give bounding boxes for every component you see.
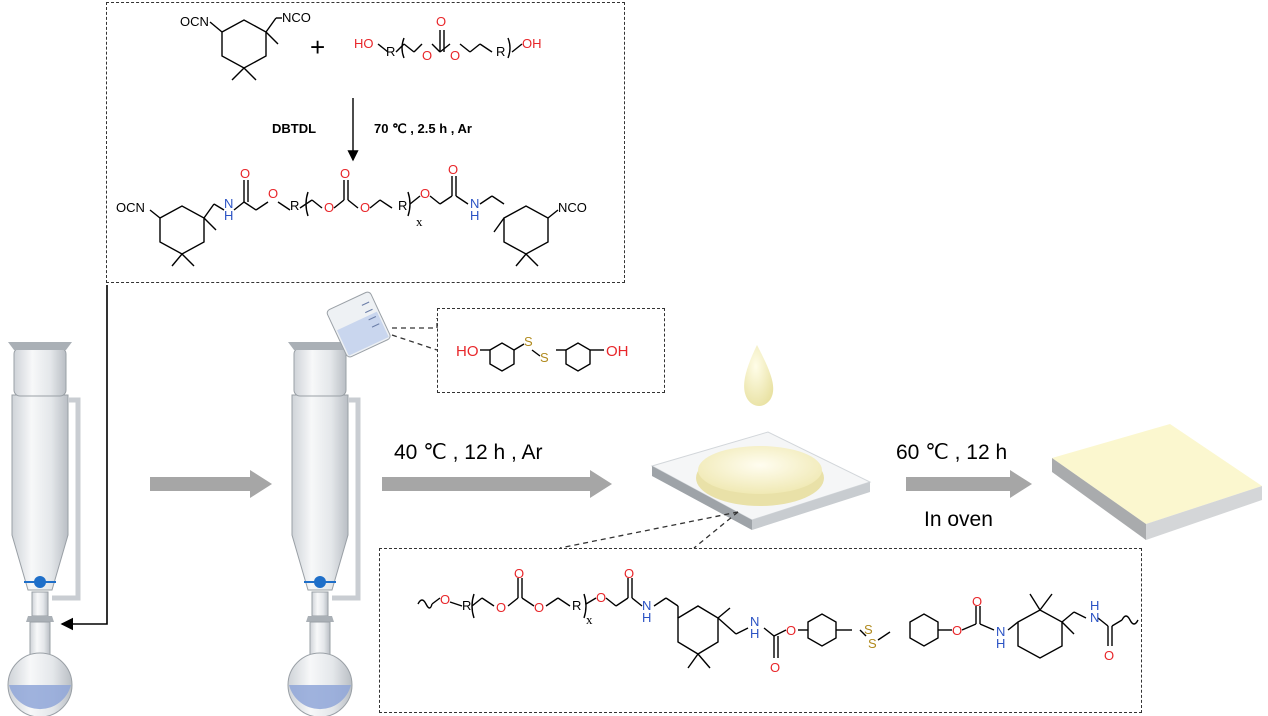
plus-sign: + [310, 32, 326, 62]
ipdi-molecule [209, 17, 282, 81]
process-arrow-2 [382, 470, 612, 498]
process-arrow-1 [150, 470, 272, 498]
label-s-2: S [540, 350, 549, 365]
label-ocn-2: OCN [116, 200, 145, 215]
label-o-5: O [268, 186, 279, 201]
step3-conditions-top: 60 ℃ , 12 h [896, 441, 1008, 464]
label-o-11: O [440, 592, 451, 607]
label-o-13: O [514, 566, 525, 581]
label-r-4: R [398, 198, 408, 213]
label-n-4: N [750, 614, 760, 629]
label-o-15: O [596, 590, 607, 605]
label-h-2: H [470, 208, 480, 223]
label-o-4: O [240, 166, 251, 181]
label-r-6: R [572, 598, 582, 613]
disulfide-callout-box [437, 308, 665, 393]
step1-conditions: 70 ℃ , 2.5 h , Ar [374, 121, 472, 136]
label-o-17: O [770, 660, 781, 675]
label-o-3: O [450, 48, 461, 63]
label-h-4: H [750, 626, 760, 641]
cured-film [1052, 424, 1262, 540]
step3-conditions-bottom: In oven [924, 508, 993, 531]
label-r-1: R [386, 44, 396, 59]
label-h-5: H [996, 636, 1006, 651]
label-o-8: O [360, 200, 371, 215]
prepolymer-synthesis-box [106, 2, 625, 283]
label-h-6: H [1090, 598, 1100, 613]
label-oh-2: OH [606, 343, 629, 360]
flow-line [60, 285, 108, 631]
label-nco-2: NCO [558, 200, 587, 215]
disulfide-diol [480, 342, 604, 372]
polymer-structure-box [379, 548, 1142, 713]
label-o-18: O [786, 623, 797, 638]
label-r-3: R [290, 198, 300, 213]
label-h-1: H [224, 208, 234, 223]
casting-plate [650, 431, 872, 530]
label-n-2: N [470, 196, 480, 211]
label-x-1: x [416, 214, 423, 229]
catalyst-label: DBTDL [272, 121, 317, 136]
label-h-3: H [642, 610, 652, 625]
label-o-21: O [1104, 648, 1115, 663]
label-s-3: S [864, 622, 873, 637]
beaker [326, 291, 391, 358]
label-ho-2: HO [456, 343, 479, 360]
label-n-3: N [642, 598, 652, 613]
reactor-apparatus-1 [7, 342, 81, 716]
label-s-4: S [868, 636, 877, 651]
label-o-12: O [496, 600, 507, 615]
label-ocn-1: OCN [180, 14, 209, 29]
polymer-network-structure [417, 578, 1139, 669]
label-o-2: O [436, 14, 447, 29]
label-s-1: S [524, 334, 533, 349]
label-o-19: O [952, 623, 963, 638]
label-ho-1: HO [354, 36, 374, 51]
label-nco-1: NCO [282, 10, 311, 25]
label-o-1: O [422, 48, 433, 63]
label-o-16: O [624, 566, 635, 581]
label-o-20: O [972, 594, 983, 609]
label-n-5: N [996, 624, 1006, 639]
reactor-apparatus-2 [287, 342, 361, 716]
label-r-2: R [496, 44, 506, 59]
step2-conditions: 40 ℃ , 12 h , Ar [394, 441, 543, 464]
label-o-9: O [420, 186, 431, 201]
label-o-7: O [340, 166, 351, 181]
label-o-6: O [324, 200, 335, 215]
label-n-6: N [1090, 610, 1100, 625]
label-r-5: R [462, 598, 472, 613]
polycarbonate-diol [377, 30, 523, 59]
label-x-2: x [586, 612, 593, 627]
label-n-1: N [224, 196, 234, 211]
process-arrow-3 [906, 470, 1032, 498]
label-o-14: O [534, 600, 545, 615]
label-o-10: O [448, 162, 459, 177]
prepolymer-molecule [149, 176, 559, 267]
label-oh-1: OH [522, 36, 542, 51]
droplet [744, 345, 774, 406]
